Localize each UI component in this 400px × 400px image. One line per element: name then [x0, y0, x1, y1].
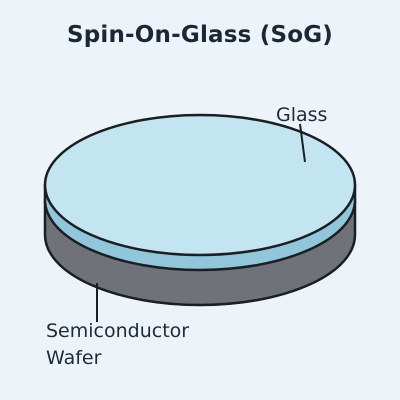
glass-layer-top: [43, 113, 357, 257]
wafer-label-line1: Semiconductor: [46, 320, 190, 342]
glass-leader-line: [299, 123, 306, 163]
diagram-title: Spin-On-Glass (SoG): [66, 22, 334, 48]
wafer-label-line2: Wafer: [46, 347, 102, 369]
glass-label: Glass: [276, 104, 328, 126]
wafer-label: Semiconductor Wafer: [46, 318, 189, 372]
